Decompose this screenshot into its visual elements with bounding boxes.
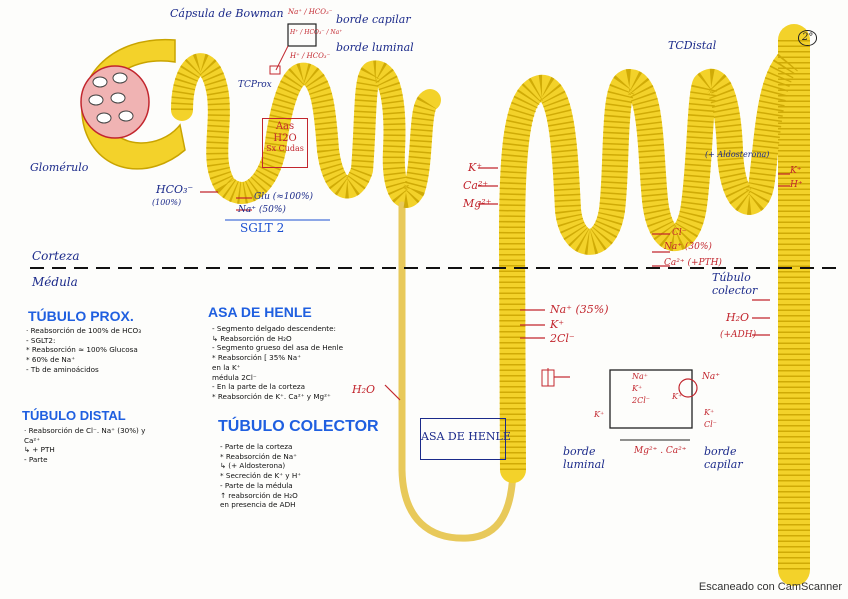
prox-box-line-3: Sx Cudas [266,144,304,153]
inset-bottom-ions: H⁺ / HCO₃⁻ [290,52,331,60]
colector-note-2: * Reabsorción de Na⁺ [220,451,297,461]
distal-ca-pth: Ca²⁺ (+PTH) [664,258,722,268]
prox-notes: · Reabsorción de 100% de HCO₃ - SGLT2: *… [26,326,141,375]
henle-k: K⁺ [550,318,565,331]
tcdistal-label: TCDistal [668,39,717,52]
distal-cl: Cl⁻ [672,228,687,238]
prox-box-line-2: H2O [273,132,297,144]
colector-note-1: - Parte de la corteza [220,442,293,451]
tubulo-colector-label: Túbulo colector [712,271,758,297]
inset-mg-ca: Mg²⁺ . Ca²⁺ [634,446,687,456]
henle-note-3: - Segmento grueso del asa de Henle [212,343,343,353]
prox-na: Na⁺ (50%) [238,205,286,215]
prox-hco3: HCO₃⁻ [156,183,194,196]
colector-note-6: ↑ reabsorción de H₂O [220,490,298,500]
camscanner-watermark: Escaneado con CamScanner [698,581,842,593]
collector-k: K⁺ [790,166,802,176]
medula-label: Médula [32,275,78,289]
colector-note-7: en presencia de ADH [220,500,296,510]
prox-note-3: * Reabsorción ≈ 100% Glucosa [26,345,138,355]
descending-limb [398,201,517,542]
borde-capilar-top: borde capilar [336,13,411,26]
inset-cl-right: Cl⁻ [704,420,717,429]
colector-notes: - Parte de la corteza * Reabsorción de N… [220,442,301,510]
sglt2-label: SGLT 2 [240,221,285,235]
collector-h2o: H₂O [726,311,750,324]
glomerulus [80,65,150,139]
henle-note-8: * Reabsorción de K⁺. Ca²⁺ y Mg²⁺ [212,392,331,402]
collector-h: H⁺ [790,180,803,190]
asa-henle-box-label: ASA DE HENLE [421,430,511,443]
prox-box-line-1: Aas [275,121,295,132]
distal-notes: · Reabsorción de Cl⁻. Na⁺ (30%) y Ca²⁺ ↳… [24,426,145,465]
inset-k-out: K⁺ [672,392,683,401]
inset-borde-capilar: borde capilar [704,445,743,471]
distal-note-4: - Parte [24,455,48,465]
inset-inner-ions: H⁺ / HCO₃⁻ / Na⁺ [290,29,343,36]
transport-inset-cell [609,369,693,429]
inset-na: Na⁺ [632,372,648,381]
henle-h2o: H₂O [352,383,376,396]
distal-ca: Ca²⁺ [463,179,489,192]
henle-title: ASA DE HENLE [208,304,312,320]
colector-title: TÚBULO COLECTOR [218,418,379,435]
collector-adh: (+ADH) [720,330,757,340]
henle-na35: Na⁺ (35%) [550,303,609,316]
cell-inset-top [287,23,317,47]
capsula-label: Cápsula de Bowman [170,7,284,20]
colector-note-5: - Parte de la médula [220,480,293,490]
prox-note-2: - SGLT2: [26,335,56,345]
henle-note-5: en la K⁺ [212,362,241,372]
inset-k-left: K⁺ [594,410,605,419]
glomerulo-label: Glomérulo [30,161,89,174]
henle-note-4: * Reabsorción [ 35% Na⁺ [212,353,301,363]
distal-title: TÚBULO DISTAL [22,408,126,423]
inset-borde-luminal: borde luminal [563,445,605,471]
henle-note-6: médula 2Cl⁻ [212,372,257,382]
red-arrows [200,167,790,401]
aldosterona-label: (+ Aldosterona) [705,150,770,159]
distal-mg: Mg²⁺ [463,197,492,210]
corteza-label: Corteza [32,249,80,263]
tubule-hatching [171,40,810,570]
distal-na30: Na⁺ (30%) [664,242,712,252]
prox-reabsorption-box: Aas H2O Sx Cudas [262,118,308,168]
henle-note-2: ↳ Reabsorción de H₂O [212,333,292,343]
distal-note-3: ↳ + PTH [24,445,55,455]
prox-note-5: - Tb de aminoácidos [26,364,99,374]
inset-top-ions: Na⁺ / HCO₃⁻ [288,8,333,16]
ascending-limb [499,47,803,483]
distal-note-2: Ca²⁺ [24,435,41,445]
colector-note-3: ↳ (+ Aldosterona) [220,461,286,471]
distal-k: K⁺ [468,161,483,174]
prox-hco3-pct: (100%) [152,198,182,207]
colector-note-4: * Secreción de K⁺ y H⁺ [220,471,302,481]
prox-note-4: * 60% de Na⁺ [26,355,75,365]
henle-note-7: - En la parte de la corteza [212,382,306,392]
henle-notes: - Segmento delgado descendente: ↳ Reabso… [212,324,343,402]
borde-luminal-top: borde luminal [336,41,414,54]
henle-note-1: - Segmento delgado descendente: [212,324,336,333]
prox-title: TÚBULO PROX. [28,308,134,324]
tcprox-label: TCProx [238,80,272,90]
asa-henle-box: ASA DE HENLE [420,418,511,460]
page-number-badge: 2° [798,30,818,46]
inset-k: K⁺ [632,384,643,393]
inset-2cl: 2Cl⁻ [632,396,650,405]
prox-note-1: · Reabsorción de 100% de HCO₃ [26,326,142,335]
henle-2cl: 2Cl⁻ [550,332,575,345]
inset-k-right: K⁺ [704,408,715,417]
prox-glu: Glu (≈100%) [254,192,314,202]
inset-na-out: Na⁺ [702,372,720,382]
distal-note-1: · Reabsorción de Cl⁻. Na⁺ (30%) y [24,426,146,435]
